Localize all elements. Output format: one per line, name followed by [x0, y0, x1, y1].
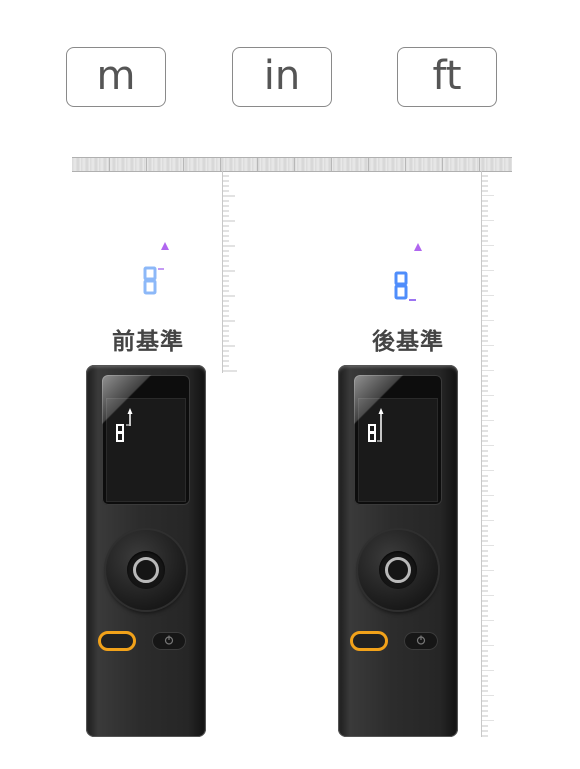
unit-meter-button[interactable]: m: [66, 47, 166, 107]
front-reference-icon: [141, 240, 175, 312]
unit-meter-label: m: [96, 53, 136, 99]
power-button[interactable]: [152, 632, 186, 650]
mode-button[interactable]: [98, 631, 136, 651]
rear-ruler-ticks: [482, 171, 496, 737]
dial-ring-icon: [385, 557, 411, 583]
front-vertical-ruler: [222, 171, 237, 373]
horizontal-ruler: [72, 157, 512, 172]
dial-ring-icon: [133, 557, 159, 583]
rear-reference-label: 後基準: [372, 329, 444, 355]
unit-feet-button[interactable]: ft: [397, 47, 497, 107]
front-ruler-ticks: [223, 175, 237, 372]
measure-dial-button[interactable]: [106, 530, 186, 610]
rear-vertical-ruler: [481, 171, 496, 737]
rangefinder-device-rear: [338, 365, 458, 737]
power-icon: [416, 635, 426, 645]
device-screen-frame: [354, 375, 442, 505]
mode-button[interactable]: [350, 631, 388, 651]
unit-feet-label: ft: [432, 53, 462, 99]
device-screen-frame: [102, 375, 190, 505]
front-reference-label: 前基準: [112, 329, 184, 355]
unit-inch-button[interactable]: in: [232, 47, 332, 107]
unit-inch-label: in: [263, 53, 301, 99]
rear-reference-icon: [392, 240, 426, 312]
rear-reference-screen-icon: [368, 408, 384, 442]
front-reference-screen-icon: [116, 408, 133, 442]
device-screen: [358, 398, 438, 502]
measure-dial-button[interactable]: [358, 530, 438, 610]
rangefinder-device-front: [86, 365, 206, 737]
power-icon: [164, 635, 174, 645]
device-screen: [106, 398, 186, 502]
power-button[interactable]: [404, 632, 438, 650]
